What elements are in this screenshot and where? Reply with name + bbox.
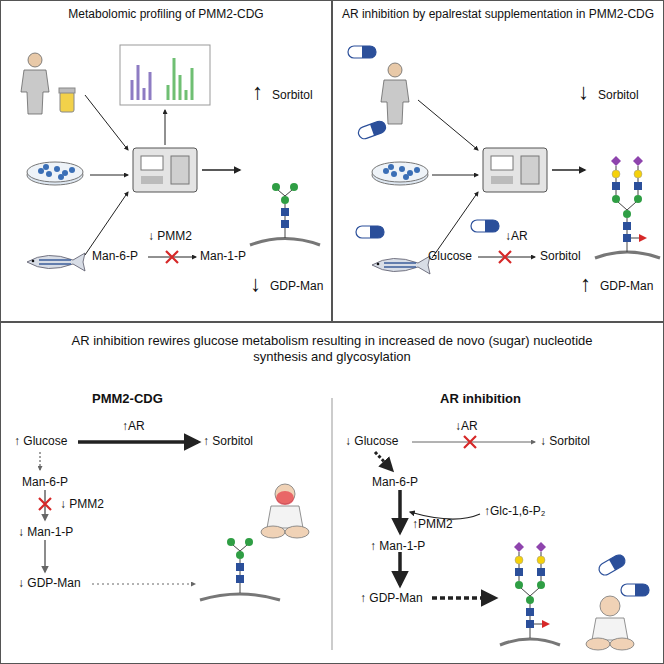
metabolite-label: ↑ Sorbitol	[203, 435, 253, 448]
change-arrow: ↑	[580, 272, 591, 296]
metabolite-label: GDP-Man	[270, 280, 323, 293]
metabolite-label: Man-6-P	[92, 250, 138, 263]
metabolite-label: Sorbitol	[598, 89, 639, 102]
subheading: AR inhibition	[440, 392, 521, 406]
metabolite-label: ↓AR	[455, 420, 478, 433]
panel: AR inhibition rewires glucose metabolism…	[0, 322, 664, 664]
metabolite-label: Glucose	[428, 250, 472, 263]
panel: AR inhibition by epalrestat supplementat…	[332, 0, 664, 322]
metabolite-label: ↓ Man-1-P	[18, 526, 73, 539]
change-arrow: ↑	[252, 80, 263, 104]
panel: Metabolomic profiling of PMM2-CDG	[0, 0, 332, 322]
metabolite-label: ↑AR	[122, 420, 145, 433]
metabolite-label: Man-1-P	[200, 250, 246, 263]
metabolite-label: ↑ Glucose	[14, 435, 67, 448]
metabolite-label: Man-6-P	[22, 476, 68, 489]
change-arrow: ↓	[250, 272, 261, 296]
metabolite-label: ↓ Glucose	[345, 435, 398, 448]
panel-title: Metabolomic profiling of PMM2-CDG	[1, 1, 331, 22]
metabolite-label: ↓ PMM2	[148, 230, 192, 243]
metabolite-label: ↑ GDP-Man	[360, 592, 423, 605]
change-arrow: ↓	[578, 80, 589, 104]
metabolite-label: Man-6-P	[372, 476, 418, 489]
metabolite-label: ↓ Sorbitol	[540, 435, 590, 448]
subheading: PMM2-CDG	[92, 392, 163, 406]
metabolite-label: ↓ GDP-Man	[18, 577, 81, 590]
metabolite-label: GDP-Man	[600, 280, 653, 293]
panel-title: AR inhibition by epalrestat supplementat…	[333, 1, 663, 22]
metabolite-label: ↓AR	[505, 230, 528, 243]
panel-title: AR inhibition rewires glucose metabolism…	[1, 323, 663, 366]
metabolite-label: Sorbitol	[540, 250, 581, 263]
metabolite-label: ↑PMM2	[412, 518, 453, 531]
metabolite-label: ↑ Man-1-P	[370, 540, 425, 553]
metabolite-label: ↑Glc-1,6-P₂	[484, 505, 545, 518]
metabolite-label: Sorbitol	[272, 89, 313, 102]
metabolite-label: ↓ PMM2	[60, 498, 104, 511]
